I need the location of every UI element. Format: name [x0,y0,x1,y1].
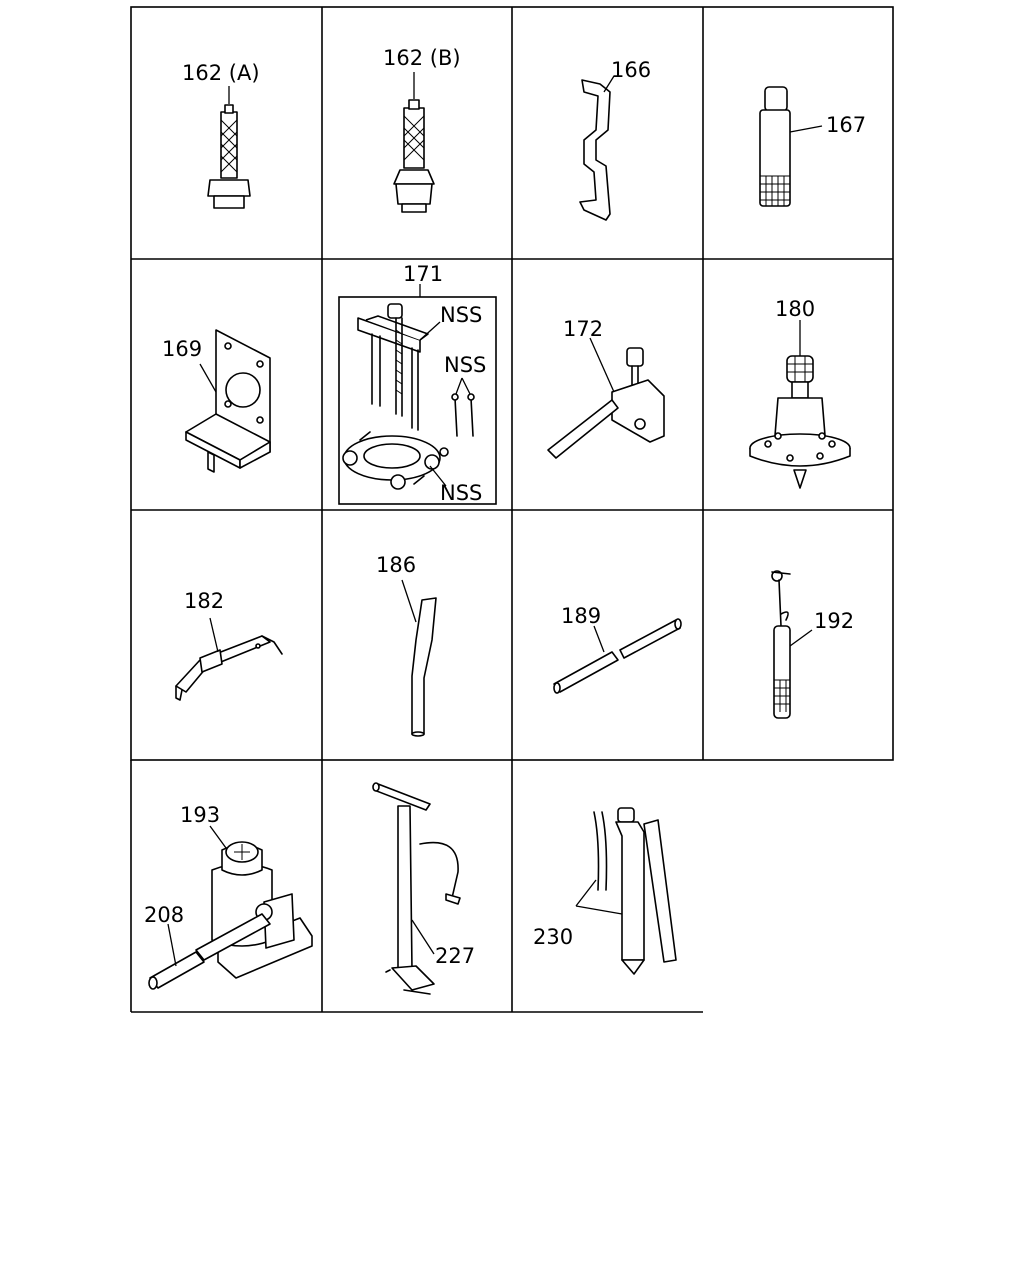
label-167: 167 [826,113,866,137]
part-167[interactable]: 167 [759,86,866,207]
part-162b[interactable]: 162 (B) [383,46,461,213]
label-171-nss-1: NSS [440,303,482,327]
part-169[interactable]: 169 [162,329,271,473]
label-189: 189 [561,604,601,628]
part-192[interactable]: 192 [771,570,854,719]
part-166[interactable]: 166 [579,58,651,221]
part-227[interactable]: 227 [372,782,475,995]
part-172[interactable]: 172 [547,317,665,459]
part-186[interactable]: 186 [376,553,437,737]
label-171: 171 [403,262,443,286]
label-162a: 162 (A) [182,61,260,85]
part-230[interactable]: 230 [533,807,677,975]
label-180: 180 [775,297,815,321]
part-189[interactable]: 189 [553,604,682,694]
label-182: 182 [184,589,224,613]
label-171-nss-2: NSS [444,353,486,377]
part-182[interactable]: 182 [175,589,283,701]
label-162b: 162 (B) [383,46,461,70]
label-172: 172 [563,317,603,341]
part-193-208[interactable]: 193 208 [144,803,313,990]
label-192: 192 [814,609,854,633]
part-171[interactable]: 171 NSS NSS NSS [338,262,497,505]
label-166: 166 [611,58,651,82]
part-162a[interactable]: 162 (A) [182,61,260,209]
label-169: 169 [162,337,202,361]
label-227: 227 [435,944,475,968]
label-171-nss-3: NSS [440,481,482,505]
grid-frame [130,6,894,1013]
label-186: 186 [376,553,416,577]
label-193: 193 [180,803,220,827]
part-180[interactable]: 180 [749,297,851,489]
label-208: 208 [144,903,184,927]
label-230: 230 [533,925,573,949]
